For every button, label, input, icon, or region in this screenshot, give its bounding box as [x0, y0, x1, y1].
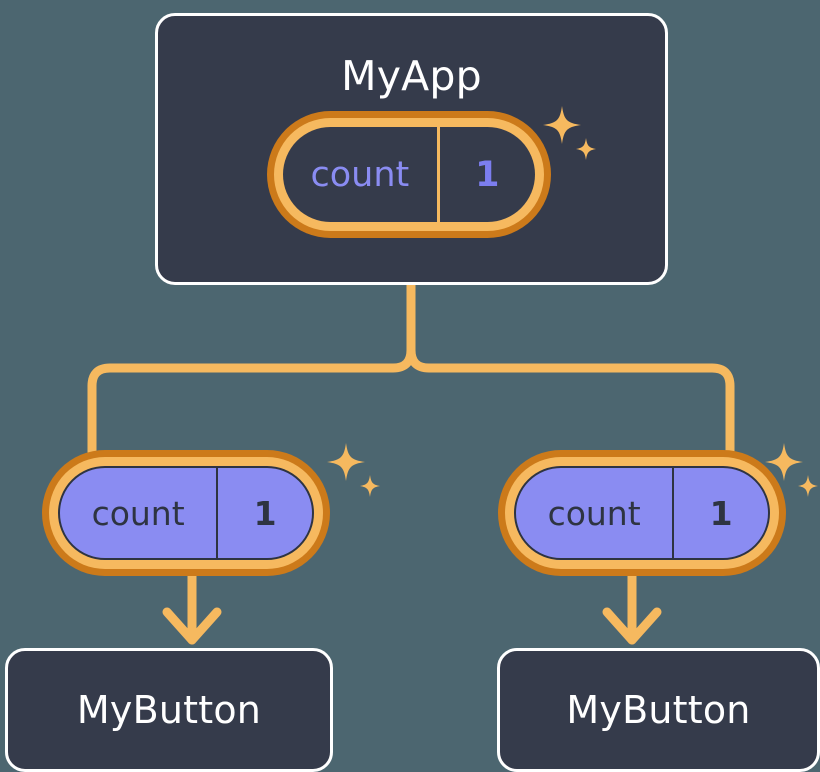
state-pill-branch-right[interactable]: count 1: [498, 450, 786, 576]
wire-root-to-branches-right: [406, 280, 735, 457]
state-pill-branch-left[interactable]: count 1: [42, 450, 330, 576]
state-pill-ring: count 1: [505, 457, 779, 569]
state-pill-root[interactable]: count 1: [267, 111, 551, 238]
state-key-label: count: [310, 154, 410, 195]
mybutton-label: MyButton: [566, 688, 751, 732]
state-value-label: 1: [216, 468, 312, 558]
mybutton-card-left[interactable]: MyButton: [5, 648, 333, 772]
state-pill-body: count 1: [58, 466, 314, 560]
page-title: MyApp: [341, 52, 482, 100]
state-key-label: count: [91, 493, 185, 533]
mybutton-card-right[interactable]: MyButton: [497, 648, 820, 772]
state-pill-body: count 1: [283, 127, 535, 222]
state-value-label: 1: [436, 127, 535, 222]
state-pill-ring: count 1: [274, 118, 544, 231]
state-value-label: 1: [672, 468, 768, 558]
wire-root-to-branches: [87, 280, 416, 457]
mybutton-label: MyButton: [76, 688, 262, 732]
arrowhead-right: [602, 607, 662, 645]
state-key-label: count: [547, 493, 641, 533]
state-pill-ring: count 1: [49, 457, 323, 569]
state-pill-body: count 1: [514, 466, 770, 560]
arrowhead-left: [162, 607, 222, 645]
